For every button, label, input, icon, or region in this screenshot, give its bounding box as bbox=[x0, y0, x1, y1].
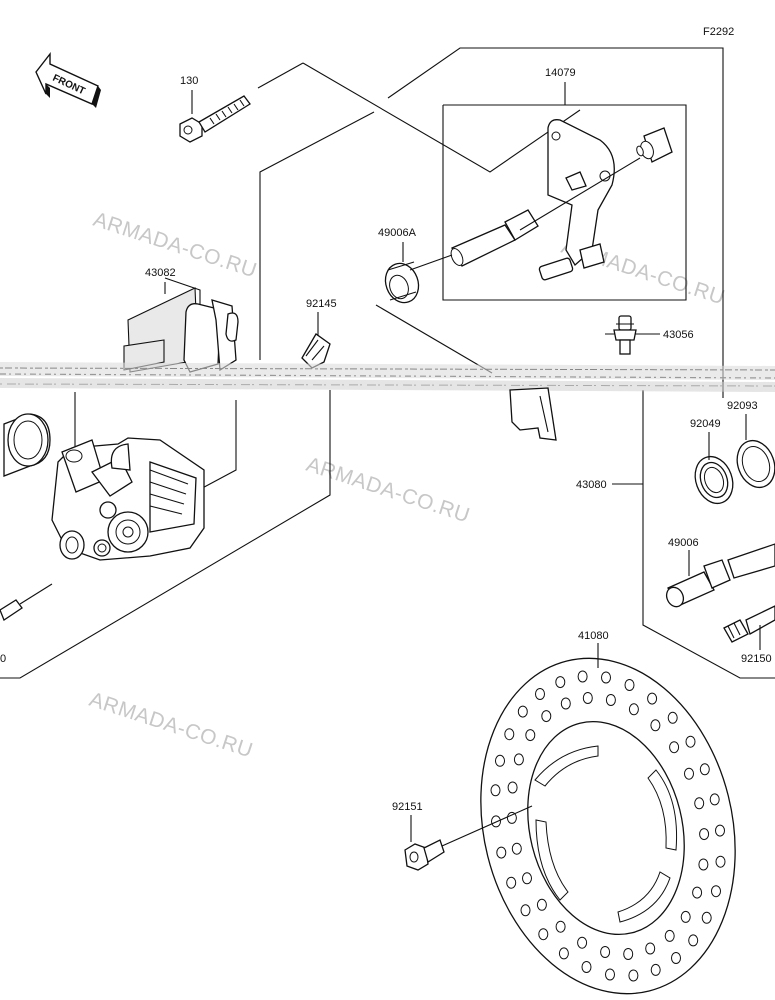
disc-vent-hole bbox=[558, 947, 569, 960]
disc-vent-hole bbox=[680, 910, 691, 923]
disc-vent-hole bbox=[600, 946, 611, 958]
front-arrow-icon: FRONT bbox=[35, 51, 101, 108]
disc-vent-hole bbox=[506, 876, 517, 889]
bleed-valve-43056 bbox=[613, 315, 637, 355]
disc-vent-hole bbox=[645, 942, 656, 955]
disc-vent-hole bbox=[560, 697, 571, 710]
label-92145: 92145 bbox=[306, 298, 337, 310]
disc-vent-hole bbox=[647, 692, 658, 705]
caliper-pin-left bbox=[0, 583, 53, 621]
disc-vent-hole bbox=[628, 703, 639, 716]
label-43080: 43080 bbox=[576, 479, 607, 491]
disc-vent-hole bbox=[699, 828, 710, 841]
disc-vent-hole bbox=[669, 741, 680, 754]
disc-vent-hole bbox=[709, 793, 720, 806]
disc-vent-hole bbox=[667, 711, 678, 724]
disc-vent-hole bbox=[506, 811, 517, 824]
caliper-bracket-14079 bbox=[538, 119, 615, 281]
dust-boot-49006A bbox=[384, 261, 420, 304]
watermark-4: ARMADA-CO.RU bbox=[86, 688, 255, 763]
brake-disc-41080 bbox=[480, 657, 736, 995]
disc-vent-hole bbox=[577, 670, 588, 683]
disc-vent-hole bbox=[711, 885, 721, 898]
label-43082: 43082 bbox=[145, 267, 176, 279]
disc-vent-hole bbox=[688, 934, 699, 947]
disc-vent-hole bbox=[715, 824, 725, 837]
disc-vent-hole bbox=[628, 969, 639, 982]
disc-vent-hole bbox=[513, 753, 524, 766]
label-49006A: 49006A bbox=[378, 227, 417, 239]
disc-vent-hole bbox=[692, 886, 703, 899]
disc-vent-hole bbox=[650, 719, 661, 732]
seal-92093 bbox=[736, 439, 775, 489]
label-43056: 43056 bbox=[663, 329, 694, 341]
disc-vent-hole bbox=[699, 763, 710, 776]
brake-pads-43082 bbox=[123, 277, 239, 373]
disc-vent-hole bbox=[525, 729, 536, 742]
caliper-piston bbox=[3, 413, 51, 477]
disc-vent-hole bbox=[684, 767, 694, 780]
disc-vent-hole bbox=[581, 961, 592, 973]
bushing bbox=[636, 127, 673, 163]
disc-vent-hole bbox=[536, 898, 547, 911]
disc-vent-hole bbox=[490, 784, 501, 797]
disc-vent-hole bbox=[577, 936, 588, 949]
pad-spring-92145 bbox=[301, 333, 331, 369]
disc-vent-hole bbox=[605, 968, 615, 981]
disc-vent-hole bbox=[504, 728, 515, 741]
scan-noise-band bbox=[0, 362, 775, 392]
disc-vent-hole bbox=[538, 928, 549, 941]
disc-vent-hole bbox=[685, 735, 696, 748]
label-41080: 41080 bbox=[578, 630, 609, 642]
label-92093: 92093 bbox=[727, 400, 758, 412]
disc-vent-hole bbox=[698, 858, 709, 871]
caliper-body-43080 bbox=[51, 392, 205, 561]
label-49006: 49006 bbox=[668, 537, 699, 549]
disc-vent-hole bbox=[495, 754, 505, 767]
disc-vent-hole bbox=[605, 694, 616, 706]
label-92150: 92150 bbox=[741, 653, 772, 665]
label-14079: 14079 bbox=[545, 67, 576, 79]
label-130: 130 bbox=[180, 75, 198, 87]
disc-vent-hole bbox=[601, 671, 611, 684]
bolt-92150 bbox=[723, 605, 775, 643]
disc-vent-hole bbox=[671, 952, 681, 964]
label-92151: 92151 bbox=[392, 801, 423, 813]
disc-vent-hole bbox=[582, 692, 593, 704]
pad-holder bbox=[509, 387, 557, 441]
disc-vent-hole bbox=[624, 679, 635, 691]
disc-vent-hole bbox=[511, 842, 522, 855]
slide-pin-49006 bbox=[665, 543, 775, 608]
disc-vent-hole bbox=[507, 781, 518, 794]
disc-vent-hole bbox=[535, 688, 545, 700]
disc-vent-hole bbox=[517, 705, 528, 718]
disc-vent-hole bbox=[715, 855, 726, 868]
seal-92049 bbox=[694, 455, 734, 505]
label-92049: 92049 bbox=[690, 418, 721, 430]
disc-vent-hole bbox=[520, 904, 531, 917]
disc-vent-hole bbox=[623, 948, 634, 960]
disc-vent-hole bbox=[541, 710, 552, 723]
disc-vent-hole bbox=[555, 676, 566, 689]
disc-vent-hole bbox=[694, 797, 705, 810]
watermark-3: ARMADA-CO.RU bbox=[303, 453, 472, 528]
disc-vent-hole bbox=[522, 872, 532, 885]
disc-vent-hole bbox=[496, 846, 507, 859]
disc-vent-hole bbox=[664, 929, 675, 942]
bolt-92151 bbox=[404, 805, 533, 871]
disc-vent-hole bbox=[555, 920, 566, 933]
label-0: 0 bbox=[0, 653, 6, 665]
slide-pin-49006A bbox=[450, 157, 641, 267]
disc-vent-hole bbox=[701, 911, 712, 924]
figure-code: F2292 bbox=[703, 26, 734, 38]
disc-vent-hole bbox=[650, 963, 661, 976]
bolt-130 bbox=[179, 95, 251, 143]
